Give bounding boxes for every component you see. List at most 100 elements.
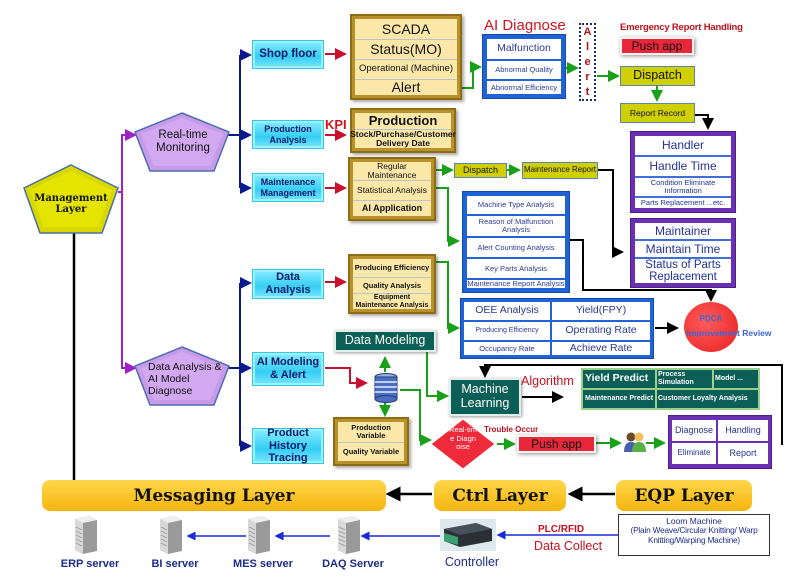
report-record-node[interactable]: Report Record [620,103,695,123]
controller-device[interactable]: Controller [440,519,500,577]
handle-time-cell: Handle Time [635,157,731,178]
yield-predict-cell: Yield Predict [583,370,655,388]
handler-cell: Handler [635,136,731,157]
data-analysis-box: Producing Efficiency Quality Analysis Eq… [348,254,436,314]
realtime-monitoring-node[interactable]: Real-time Monitoring [134,112,230,172]
dispatch-node-maintenance[interactable]: Dispatch [454,163,507,178]
ctrl-layer-bar[interactable]: Ctrl Layer [434,480,566,511]
handling-cell: Handling [718,420,768,441]
status-mo-cell: Status(MO) [355,39,457,60]
server-icon [75,516,97,554]
daq-server[interactable]: DAQ Server [318,515,388,577]
daq-server-label: DAQ Server [322,558,384,570]
stock-delivery-cell: Stock/Purchase/Customer Delivery Date [350,129,456,149]
producing-efficiency-oee-cell: Producing Efficiency [464,322,550,342]
alert-letter: r [585,70,590,83]
machine-type-analysis-cell: Machine Type Analysis [467,196,565,216]
data-analysis-ai-label: Data Analysis & AI Model Diagnose [148,361,222,398]
alert-cell: Alert [355,80,457,95]
management-layer-label: Management Layer [34,193,108,215]
pentagon-shape [134,112,230,172]
model-cell: Model ... [714,370,758,388]
reason-malfunction-cell: Reason of Malfunction Analysis [467,216,565,238]
alert-counting-cell: Alert Counting Analysis [467,238,565,259]
loom-machine-title: Loom Machine [666,516,722,526]
algorithm-label: Algorithm [521,374,574,388]
machine-learning-node[interactable]: Machine Learning [449,378,521,416]
realtime-diagnose-label: Real-time Diagnoise [449,425,477,452]
parts-replacement-cell: Parts Replacement ...etc. [635,198,731,208]
realtime-diagnose-diamond[interactable]: Real-time Diagnoise [430,418,496,470]
emergency-report-title: Emergency Report Handling [620,22,743,33]
producing-efficiency-cell: Producing Efficiency [353,259,431,278]
bi-server[interactable]: BI server [140,515,210,577]
pentagon-shape [23,164,119,234]
maintain-time-cell: Maintain Time [635,240,731,259]
diagnose-cell: Diagnose [672,420,716,441]
malfunction-cell: Malfunction [487,39,561,61]
production-analysis-node[interactable]: Production Analysis [253,121,323,148]
dispatch-node-top[interactable]: Dispatch [620,66,695,86]
operating-rate-cell: Operating Rate [552,322,650,342]
loom-machine-detail: (Plain Weave/Circular Knitting/ Warp Kni… [630,525,758,546]
scada-box: SCADA Status(MO) Operational (Machine) A… [350,14,462,100]
occupancy-rate-cell: Occupancy Rate [464,342,550,355]
operational-machine-cell: Operational (Machine) [355,59,457,81]
messaging-layer-bar[interactable]: Messaging Layer [42,480,386,511]
equipment-maintenance-cell: Equipment Maintenance Analysis [353,294,431,309]
management-layer-node[interactable]: Management Layer [22,163,120,235]
diamond-shape [430,418,496,470]
trouble-occur-label: Trouble Occur [484,425,539,434]
ai-modeling-alert-node[interactable]: AI Modeling & Alert [253,353,323,385]
production-variable-cell: Production Variable [338,422,404,443]
maintenance-management-node[interactable]: Maintenance Management [253,174,323,201]
ai-diagnose-box: Malfunction Abnormal Quality Abnormal Ef… [482,34,566,99]
scada-cell: SCADA [355,19,457,40]
pdca-subtitle: Improvement Review [686,328,772,338]
oee-box: OEE Analysis Producing Efficiency Occupa… [460,298,654,359]
database-icon [374,373,398,403]
data-analysis-node[interactable]: Data Analysis [253,270,323,298]
alert-column: A l e r t [579,23,596,101]
pdca-title: PDCA [699,314,723,323]
product-history-tracing-node[interactable]: Product History Tracing [253,427,323,464]
customer-loyalty-cell: Customer Loyalty Analysis [657,390,758,408]
condition-eliminate-cell: Condition Eliminate Information [635,178,731,198]
plc-rfid-label: PLC/RFID [538,524,585,535]
eqp-layer-bar[interactable]: EQP Layer [616,480,752,511]
mes-server-label: MES server [233,558,293,570]
achieve-rate-cell: Achieve Rate [552,342,650,355]
bi-server-label: BI server [151,558,199,570]
maintenance-box: Regular Maintenance Statistical Analysis… [348,157,436,221]
alert-letter: e [584,55,591,68]
eliminate-cell: Eliminate [672,443,716,464]
loom-machine-box[interactable]: Loom Machine (Plain Weave/Circular Knitt… [618,514,770,556]
handler-box: Handler Handle Time Condition Eliminate … [630,131,736,213]
alert-letter: t [585,85,590,98]
data-modeling-node[interactable]: Data Modeling [334,330,436,352]
diagnose-box: Diagnose Handling Eliminate Report [668,415,772,469]
users-icon [623,431,647,453]
maintenance-report-node[interactable]: Maintenance Report [522,162,598,179]
quality-analysis-cell: Quality Analysis [353,277,431,295]
push-app-button-top[interactable]: Push app [620,37,694,55]
oee-left-column: OEE Analysis Producing Efficiency Occupa… [464,302,552,355]
maintainer-cell: Maintainer [635,223,731,241]
realtime-monitoring-label: Real-time Monitoring [156,129,210,155]
ai-diagnose-title: AI Diagnose [484,17,566,34]
shop-floor-node[interactable]: Shop floor [253,41,323,68]
data-analysis-ai-node[interactable]: Data Analysis & AI Model Diagnose [134,346,230,406]
server-icon [160,516,182,554]
server-icon [248,516,270,554]
process-simulation-cell: Process Simulation [657,370,712,388]
push-app-button-bottom[interactable]: Push app [517,435,596,453]
erp-server[interactable]: ERP server [55,515,125,577]
pdca-circle[interactable] [684,302,738,352]
oee-right-column: Yield(FPY) Operating Rate Achieve Rate [552,302,650,355]
key-parts-cell: Key Parts Analysis [467,259,565,280]
abnormal-efficiency-cell: Abnormal Efficiency [487,81,561,94]
mes-server[interactable]: MES server [228,515,298,577]
maintenance-report-analysis-cell: Maintenance Report Analysis [467,279,565,289]
alert-letter: A [583,26,592,39]
kpi-label: KPI [325,117,347,132]
